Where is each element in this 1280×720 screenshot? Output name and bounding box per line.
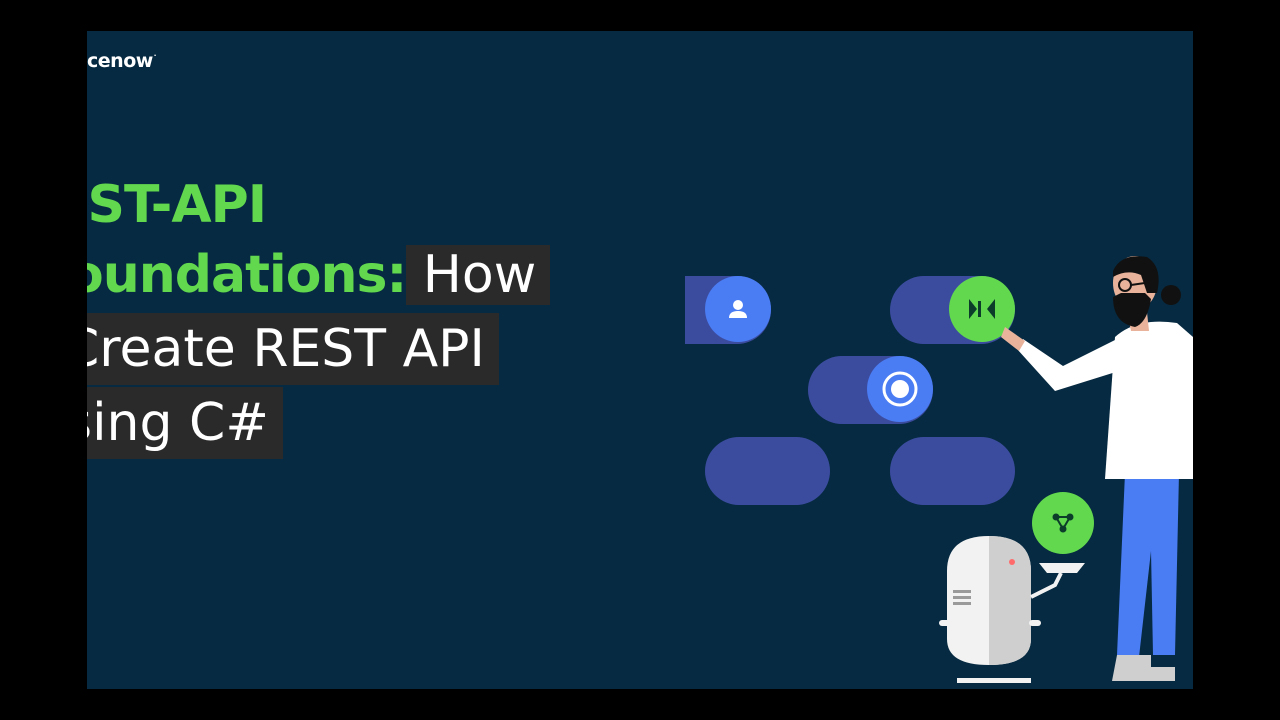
- video-slide: icenow. EST-API oundations: How Create R…: [87, 31, 1193, 689]
- record-icon: [867, 356, 933, 422]
- title-line-1: EST-API: [87, 175, 267, 235]
- pill-bottom-right: [890, 437, 1015, 505]
- pill-bottom-left: [705, 437, 830, 505]
- illustration: [939, 256, 1193, 683]
- logo-text: icenow: [87, 50, 153, 72]
- title-line-4: sing C#: [87, 387, 283, 459]
- logo-mark: .: [153, 50, 157, 58]
- title-line-3: Create REST API: [87, 313, 499, 385]
- person-illustration: [1001, 256, 1193, 681]
- title-line-2: oundations: How: [87, 239, 551, 311]
- robot-illustration: [939, 536, 1085, 683]
- servicenow-logo: icenow.: [87, 50, 157, 72]
- network-icon: [1032, 492, 1094, 554]
- title-line-2-highlight: How: [406, 245, 551, 305]
- title-line-2-green: oundations:: [87, 245, 407, 305]
- user-icon: [705, 276, 771, 342]
